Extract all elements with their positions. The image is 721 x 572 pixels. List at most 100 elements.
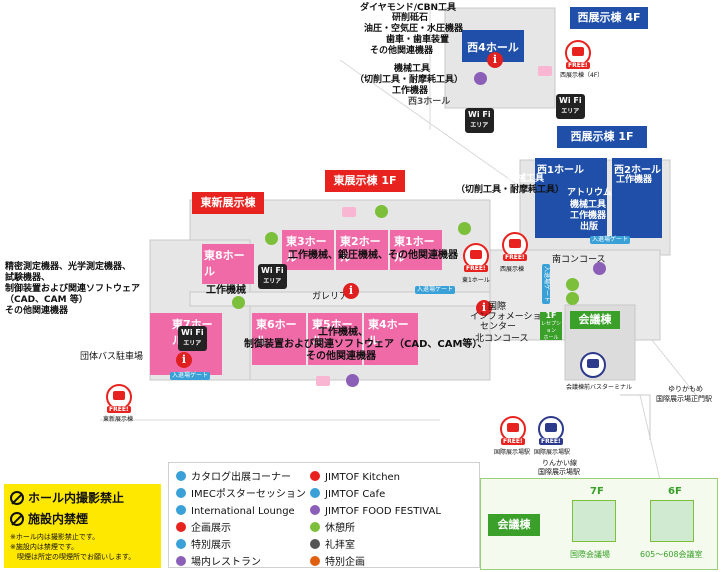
legend-item-10: 礼拝室 (310, 539, 355, 552)
east7-line0: 精密測定機器、光学測定機器、 (5, 262, 132, 272)
legend-item-8: JIMTOF FOOD FESTIVAL (310, 505, 441, 518)
info-icon[interactable]: i (343, 283, 359, 299)
rest-area-icon (566, 292, 579, 305)
legend-label: 特別展示 (191, 540, 231, 551)
hall-west2-label: 西2ホール (614, 165, 661, 176)
east7-line3: （CAD、CAM 等） (5, 295, 88, 305)
legend-item-7: JIMTOF Cafe (310, 488, 385, 501)
rest-area-icon (265, 232, 278, 245)
west-shuttle-label: 西展示棟（4F） (560, 72, 604, 79)
info-icon[interactable]: i (476, 300, 492, 316)
west4-top-line3: 歯車・歯車装置 (386, 35, 450, 45)
no-smoking-label: 施設内禁煙 (28, 512, 89, 526)
yurikamome-line1: 国際展示場正門駅 (656, 395, 712, 403)
hall-east8: 東8ホール 工作機械 (202, 244, 254, 296)
reception-hall: 1F レセプション ホール (540, 312, 562, 341)
hall-east3: 東3ホール (282, 230, 334, 270)
west4-bottom-line0: 機械工具 (394, 64, 431, 74)
west4-bottom-line1: （切削工具・耐摩耗工具） (355, 75, 464, 85)
legend-label: IMECポスターセッション (191, 489, 306, 500)
notice-line0: ※ホール内は撮影禁止です。 (10, 533, 100, 541)
atrium-line1: 工作機器 (570, 211, 607, 221)
bus-icon[interactable] (538, 416, 564, 442)
banner-west-4f: 西展示棟 4F (570, 7, 648, 29)
wifi-sub: エリア (263, 278, 282, 285)
free-bus-icon[interactable] (463, 243, 489, 269)
free-bus-tag: FREE! (503, 254, 527, 261)
legend-item-11: 特別企画 (310, 556, 365, 569)
gate-east7: 入退場ゲート (170, 372, 211, 380)
rest-area-icon (310, 522, 320, 532)
gate-west1: 入退場ゲート (590, 236, 631, 244)
gate-east: 入退場ゲート (415, 286, 456, 294)
legend-item-0: カタログ出展コーナー (176, 471, 291, 484)
special-exhibit-icon (176, 539, 186, 549)
west4-top-line4: その他関連機器 (370, 46, 434, 56)
info-center-line1: インフォメーション (470, 312, 551, 322)
rinkai-line1: 国際展示場駅 (538, 468, 580, 476)
legend-item-9: 休憩所 (310, 522, 355, 535)
east7-line2: 制御装置および関連ソフトウェア (5, 284, 141, 294)
rest-area-icon (375, 205, 388, 218)
rest-area-icon (458, 222, 471, 235)
conf-room7: 国際会議場 (570, 550, 610, 559)
hall-east6-label: 東6ホール (256, 318, 297, 347)
legend-label: JIMTOF FOOD FESTIVAL (325, 506, 441, 517)
conf-room6-shape (650, 500, 694, 542)
hall-east5-label: 東5ホール (312, 318, 353, 347)
info-center-line2: センター (480, 322, 517, 332)
east123-exhibit: 工作機械、鍛圧機械、その他関連機器 (288, 250, 458, 261)
no-photo-label: ホール内撮影禁止 (28, 491, 125, 505)
wifi-sub: エリア (561, 108, 580, 115)
banner-conference: 会議棟 (570, 311, 620, 329)
west4-top-line0: ダイヤモンド/CBN工具 (360, 3, 457, 13)
galleria-label: ガレリア (312, 292, 349, 302)
hall-east8-label: 東8ホール (204, 249, 245, 278)
info-icon[interactable]: i (176, 352, 192, 368)
legend-label: JIMTOF Kitchen (325, 472, 401, 483)
wifi-badge-west4: Wi Fi エリア (556, 94, 585, 119)
conference-box-title: 会議棟 (488, 514, 540, 536)
atrium-label: アトリウム (567, 188, 613, 198)
hall-west3-label: 西3ホール (408, 97, 451, 107)
south-concourse-label: 南コンコース (552, 255, 606, 265)
east7-line1: 試験機器、 (5, 273, 51, 283)
cafe-icon (310, 488, 320, 498)
catalog-icon (176, 471, 186, 481)
notice-line1: ※施設内は禁煙です。 (10, 543, 79, 551)
legend-item-4: 特別展示 (176, 539, 231, 552)
east-bus-label: 東新展示棟 (103, 416, 134, 423)
free-bus-icon[interactable] (106, 384, 132, 410)
legend-label: 礼拝室 (325, 540, 355, 551)
legend-label: 場内レストラン (191, 557, 261, 568)
shuttle-b-label: 国際展示場駅 (534, 449, 571, 456)
rest-area-icon (232, 296, 245, 309)
hall-east6: 東6ホール (252, 313, 306, 365)
legend-label: 企画展示 (191, 523, 231, 534)
conf-floor6: 6F (668, 486, 682, 497)
kitchen-icon (310, 471, 320, 481)
north-concourse-label: 北コンコース (475, 334, 529, 344)
west1-line0: 機械工具 (508, 174, 545, 184)
hall-east5: 東5ホール (308, 313, 362, 365)
legend-label: カタログ出展コーナー (191, 472, 291, 483)
hall-east1-label: 東1ホール (394, 235, 435, 264)
legend-label: 特別企画 (325, 557, 365, 568)
west2-exhibit: 工作機器 (616, 175, 653, 185)
hall-east2: 東2ホール (336, 230, 388, 270)
banner-east-1f: 東展示棟 1F (325, 170, 405, 192)
bus-icon[interactable] (580, 352, 606, 378)
info-icon[interactable]: i (487, 52, 503, 68)
west1-line1: （切削工具・耐摩耗工具） (456, 185, 565, 195)
notice-line2: 喫煙は所定の喫煙所でお願いします。 (10, 553, 136, 561)
west-bus-label: 西展示棟 (500, 266, 525, 273)
restaurant-icon (176, 556, 186, 566)
east456-line2: その他関連機器 (306, 351, 376, 362)
restaurant-icon (346, 374, 359, 387)
east1-bus-label: 東1ホール (462, 277, 490, 284)
banner-west-1f: 西展示棟 1F (557, 126, 647, 148)
reception-line2: ホール (543, 335, 559, 341)
legend-item-6: JIMTOF Kitchen (310, 471, 400, 484)
restaurant-icon (474, 72, 487, 85)
free-bus-tag: FREE! (501, 438, 525, 445)
